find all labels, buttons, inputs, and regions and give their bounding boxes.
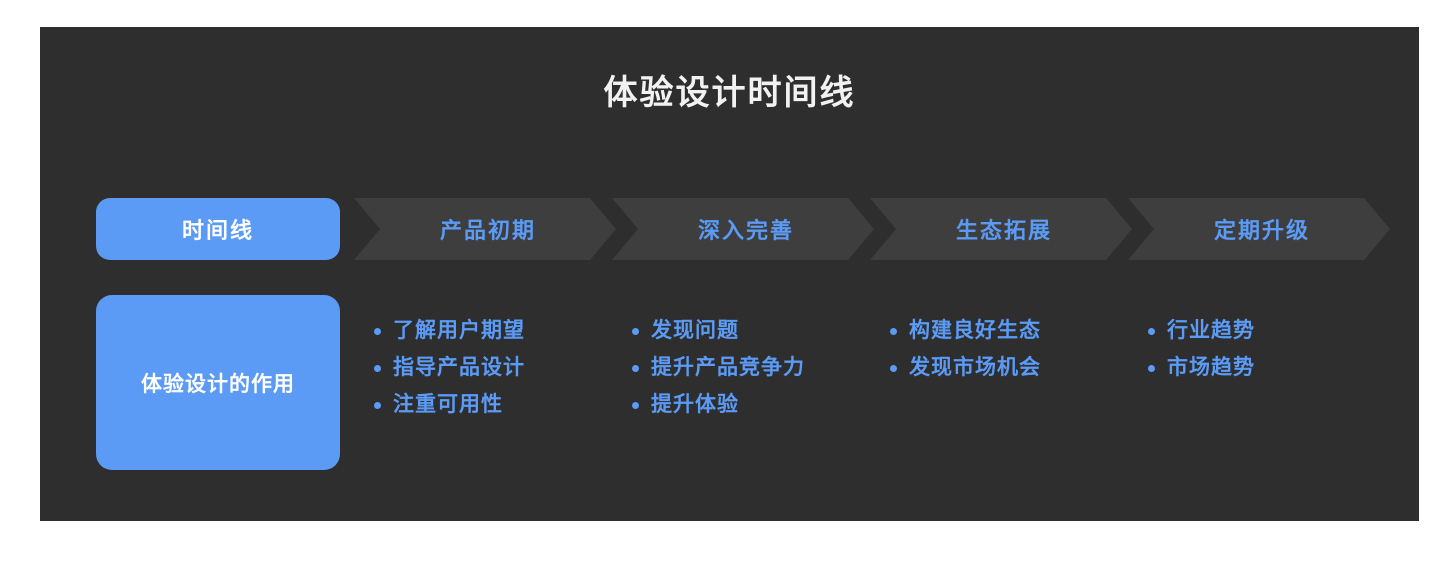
stage-chevron-3[interactable]: 生态拓展 [870, 198, 1132, 260]
bullet-dot-icon [890, 328, 897, 335]
detail-row: 体验设计的作用 了解用户期望 指导产品设计 注重可用性 [96, 295, 1419, 470]
list-item: 发现市场机会 [890, 354, 1140, 382]
page-title: 体验设计时间线 [603, 74, 856, 112]
list-item-label: 指导产品设计 [393, 356, 525, 379]
detail-row-header-pill[interactable]: 体验设计的作用 [96, 295, 340, 470]
list-item-label: 提升体验 [651, 393, 739, 416]
list-item-label: 了解用户期望 [393, 319, 525, 342]
stage-chevron-2[interactable]: 深入完善 [612, 198, 874, 260]
detail-row-header-label: 体验设计的作用 [141, 372, 295, 396]
list-item: 发现问题 [632, 317, 882, 345]
detail-column-1: 了解用户期望 指导产品设计 注重可用性 [374, 295, 624, 428]
stage-row-header-pill[interactable]: 时间线 [96, 198, 340, 260]
bullet-dot-icon [374, 328, 381, 335]
list-item-label: 提升产品竞争力 [651, 356, 805, 379]
list-item-label: 发现问题 [651, 319, 739, 342]
bullet-dot-icon [632, 365, 639, 372]
stage-chevron-1-label: 产品初期 [439, 218, 536, 243]
list-item: 构建良好生态 [890, 317, 1140, 345]
stage-chevron-1[interactable]: 产品初期 [354, 198, 616, 260]
detail-column-2: 发现问题 提升产品竞争力 提升体验 [632, 295, 882, 428]
detail-column-4: 行业趋势 市场趋势 [1148, 295, 1398, 391]
list-item-label: 市场趋势 [1167, 356, 1255, 379]
bullet-dot-icon [374, 365, 381, 372]
list-item: 提升产品竞争力 [632, 354, 882, 382]
stage-row-header-label: 时间线 [181, 218, 254, 243]
stage-chevron-4[interactable]: 定期升级 [1128, 198, 1390, 260]
bullet-dot-icon [374, 402, 381, 409]
bullet-dot-icon [632, 328, 639, 335]
stage-chevron-4-label: 定期升级 [1213, 218, 1310, 243]
bullet-dot-icon [890, 365, 897, 372]
stage-chevron-3-label: 生态拓展 [955, 218, 1052, 243]
list-item-label: 注重可用性 [393, 393, 503, 416]
list-item: 指导产品设计 [374, 354, 624, 382]
list-item: 市场趋势 [1148, 354, 1398, 382]
list-item: 提升体验 [632, 391, 882, 419]
bullet-dot-icon [632, 402, 639, 409]
stage-chevron-2-label: 深入完善 [697, 218, 794, 243]
bullet-dot-icon [1148, 365, 1155, 372]
list-item: 行业趋势 [1148, 317, 1398, 345]
bullet-dot-icon [1148, 328, 1155, 335]
stage-row: 时间线 产品初期 深入完善 生态拓展 定期升级 [96, 198, 1419, 260]
list-item-label: 行业趋势 [1167, 319, 1255, 342]
list-item: 注重可用性 [374, 391, 624, 419]
list-item: 了解用户期望 [374, 317, 624, 345]
list-item-label: 构建良好生态 [909, 319, 1041, 342]
detail-column-3: 构建良好生态 发现市场机会 [890, 295, 1140, 391]
timeline-card: 体验设计时间线 时间线 产品初期 深入完善 生态拓展 定期升级 体验设计的作用 [40, 27, 1419, 521]
list-item-label: 发现市场机会 [909, 356, 1041, 379]
